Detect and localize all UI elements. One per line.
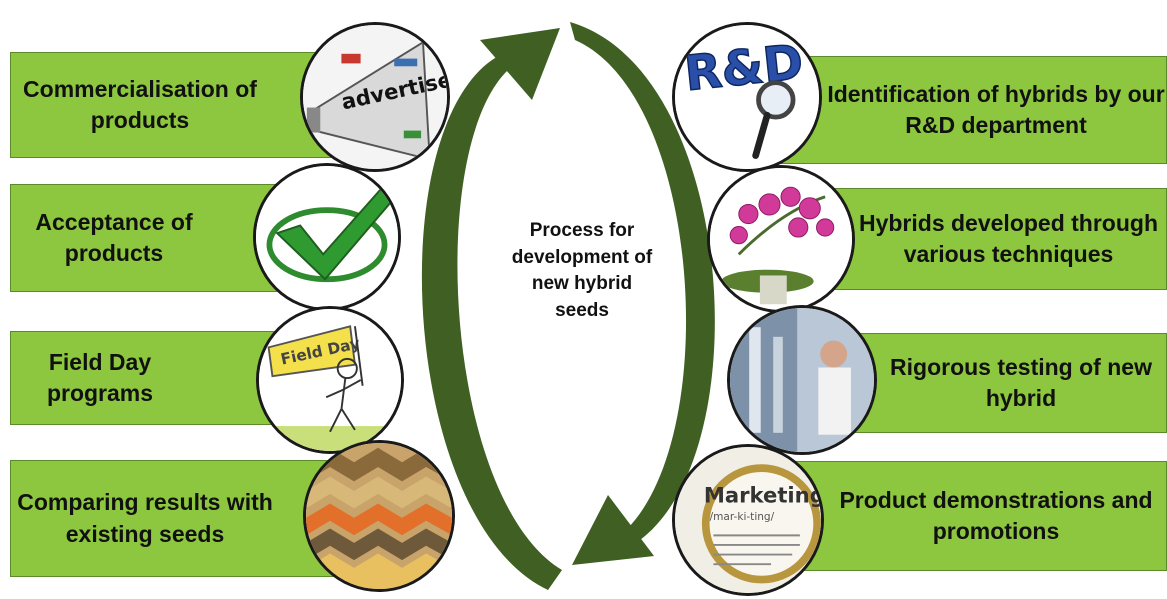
step-label-line: Identification of hybrids by our: [827, 80, 1165, 107]
laboratory-icon: [727, 305, 877, 455]
megaphone-advertise-icon: advertise!: [300, 22, 450, 172]
left-arrowhead: [480, 28, 560, 100]
center-line: Process for: [529, 220, 635, 241]
right-cycle-arrow: [570, 22, 715, 540]
marketing-phonetic-text: /mar-ki-ting/: [710, 511, 775, 523]
step-label-line: Hybrids developed through: [858, 209, 1159, 236]
center-line: seeds: [555, 299, 609, 321]
cycle-center-label: Process for development of new hybrid se…: [482, 218, 682, 324]
step-label-line: Product demonstrations and: [839, 486, 1153, 513]
marketing-text: Marketing: [704, 483, 821, 508]
step-label-line: hybrid: [985, 385, 1057, 411]
step-label-line: Field Day programs: [46, 348, 154, 406]
right-arrowhead: [572, 495, 654, 565]
marketing-magnifier-icon: Marketing /mar-ki-ting/: [672, 444, 824, 596]
step-label-line: Commercialisation of: [23, 75, 257, 102]
step-label-line: products: [64, 240, 164, 266]
center-line: new hybrid: [531, 273, 633, 295]
rd-magnifier-icon: R&D: [672, 22, 822, 172]
step-label-line: promotions: [932, 518, 1060, 544]
orchid-icon: [707, 165, 855, 313]
step-label-line: products: [90, 107, 190, 133]
step-label-line: Comparing results with: [17, 489, 273, 516]
field-day-flag-icon: Field Day: [256, 306, 404, 454]
step-label-line: existing seeds: [65, 520, 225, 547]
center-line: development of: [511, 246, 653, 268]
checkmark-icon: [253, 163, 401, 311]
step-label-line: various techniques: [903, 241, 1114, 267]
step-label-line: Acceptance of: [35, 208, 193, 235]
step-label-line: R&D department: [905, 112, 1087, 138]
step-field-day: Field Day programs: [10, 331, 300, 425]
seeds-pattern-icon: [303, 440, 455, 592]
step-label-line: Rigorous testing of new: [890, 353, 1152, 380]
left-cycle-arrow: [421, 55, 562, 590]
